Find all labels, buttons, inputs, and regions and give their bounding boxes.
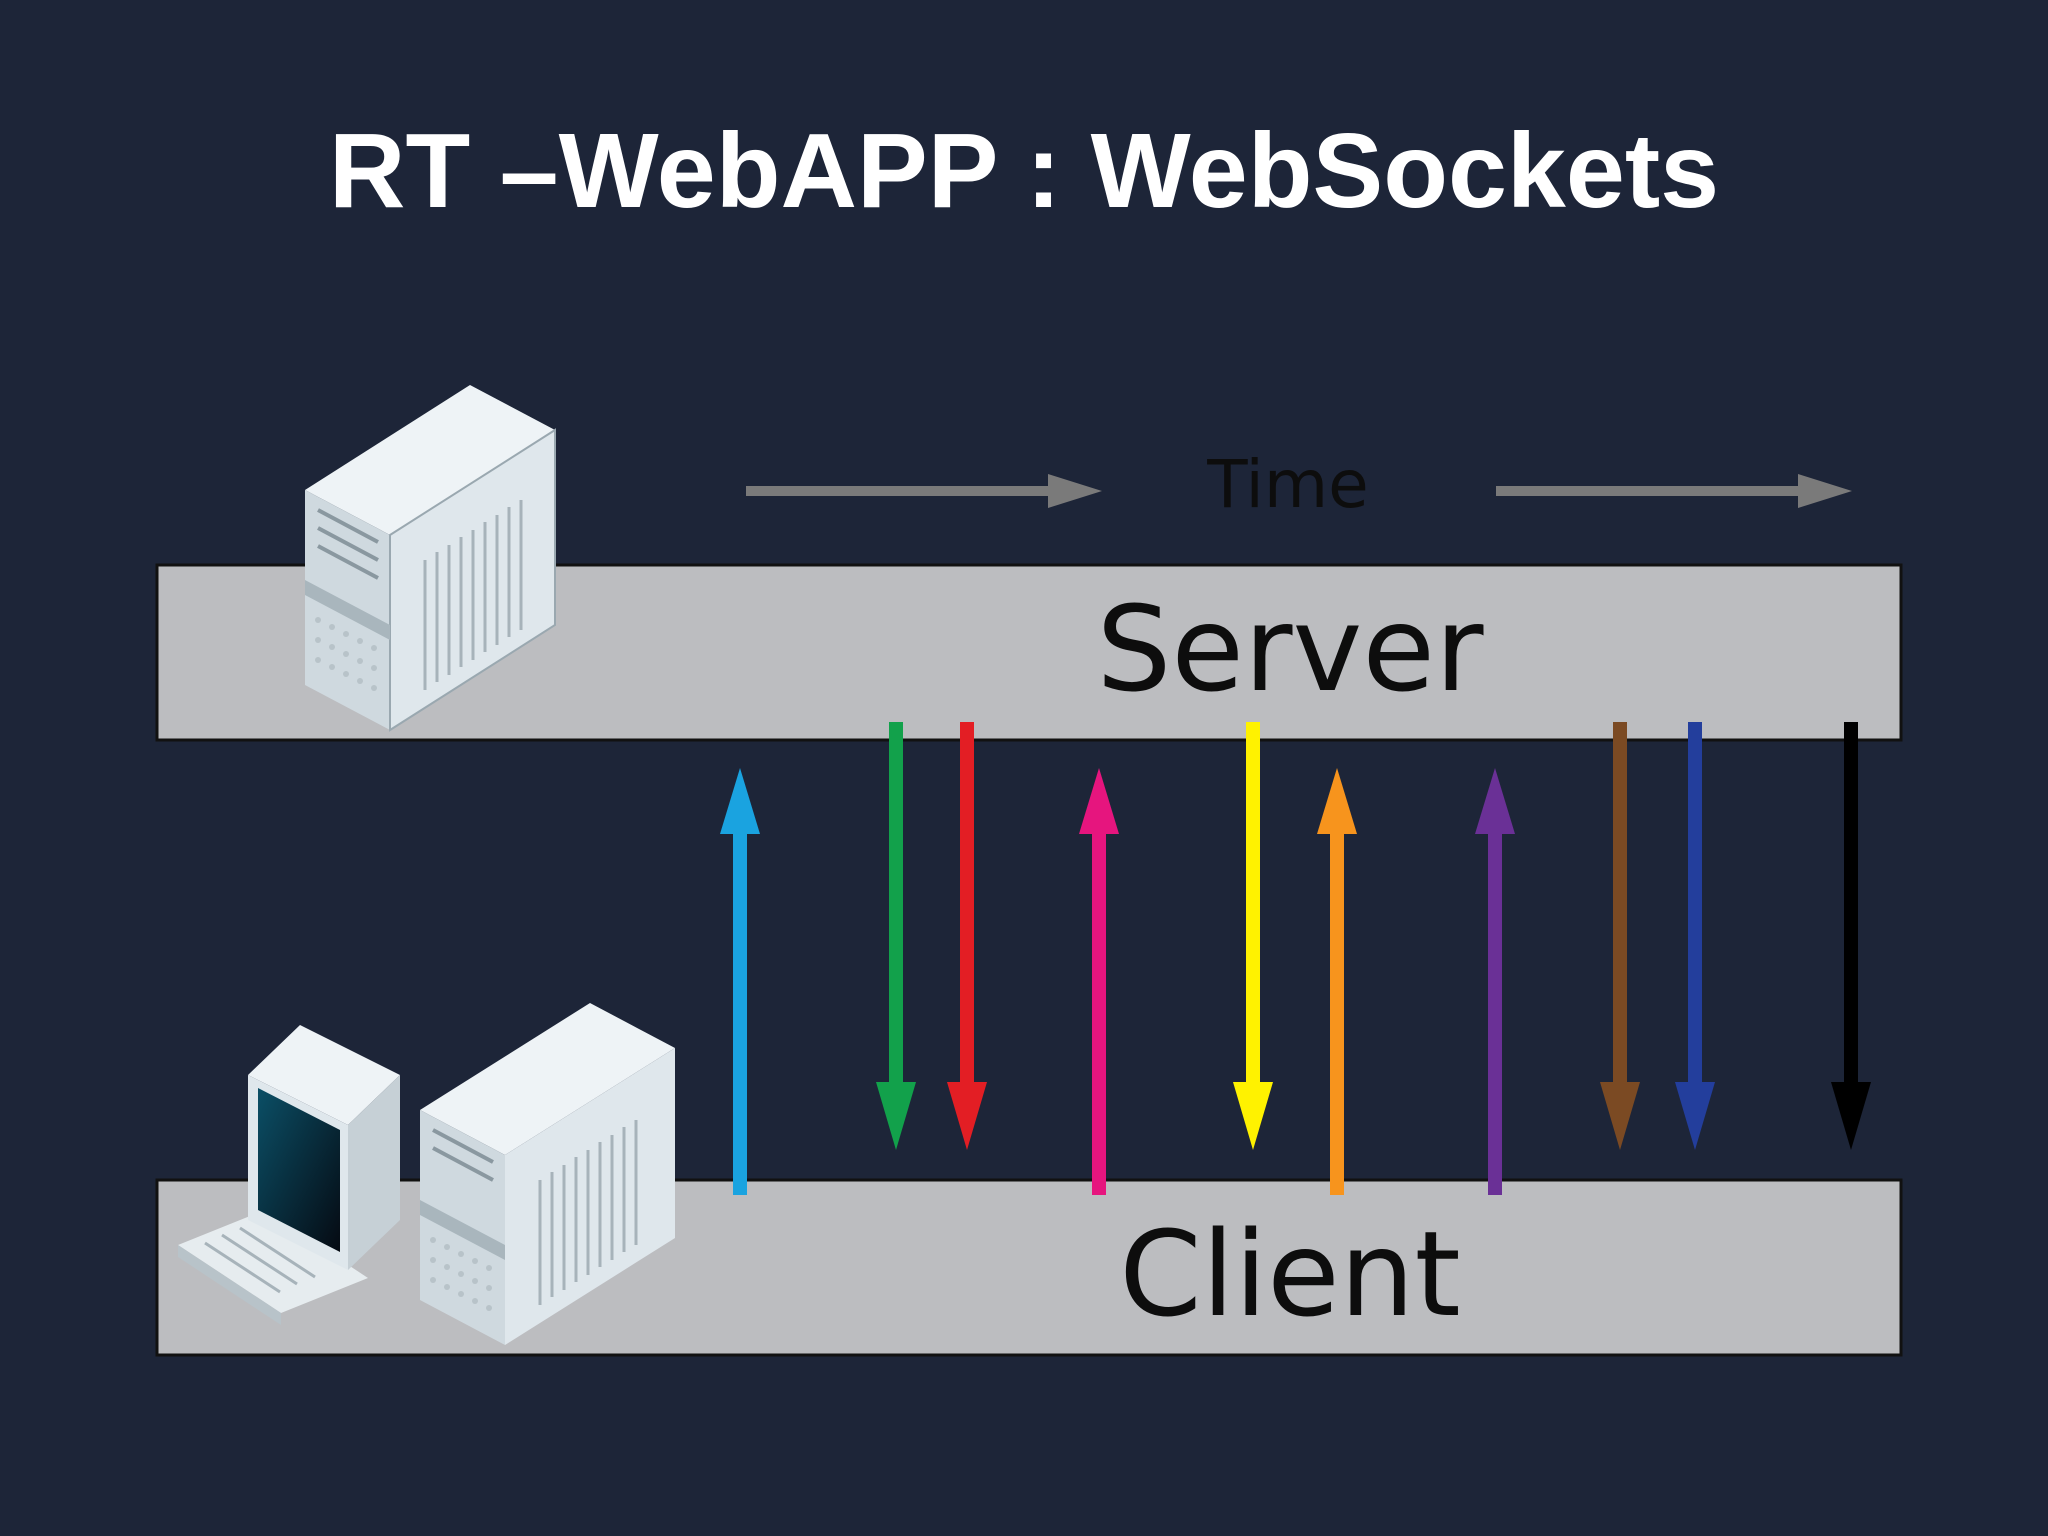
message-arrow-5 bbox=[1233, 722, 1273, 1150]
server-computer-icon bbox=[305, 385, 556, 732]
client-computer-icon bbox=[178, 1003, 675, 1345]
message-arrow-3 bbox=[947, 722, 987, 1150]
message-arrow-6 bbox=[1317, 768, 1357, 1195]
time-label: Time bbox=[1206, 446, 1369, 523]
message-arrow-1 bbox=[720, 768, 760, 1195]
message-arrows bbox=[720, 722, 1871, 1195]
message-arrow-8 bbox=[1600, 722, 1640, 1150]
message-arrow-2 bbox=[876, 722, 916, 1150]
message-arrow-4 bbox=[1079, 768, 1119, 1195]
server-label: Server bbox=[1097, 580, 1484, 718]
client-lane bbox=[155, 1178, 1903, 1357]
message-arrow-7 bbox=[1475, 768, 1515, 1195]
message-arrow-10 bbox=[1831, 722, 1871, 1150]
slide-title: RT –WebAPP : WebSockets bbox=[328, 112, 1720, 230]
client-label: Client bbox=[1119, 1205, 1461, 1343]
message-arrow-9 bbox=[1675, 722, 1715, 1150]
time-arrow-right bbox=[1496, 474, 1852, 508]
time-arrow-left bbox=[746, 474, 1102, 508]
